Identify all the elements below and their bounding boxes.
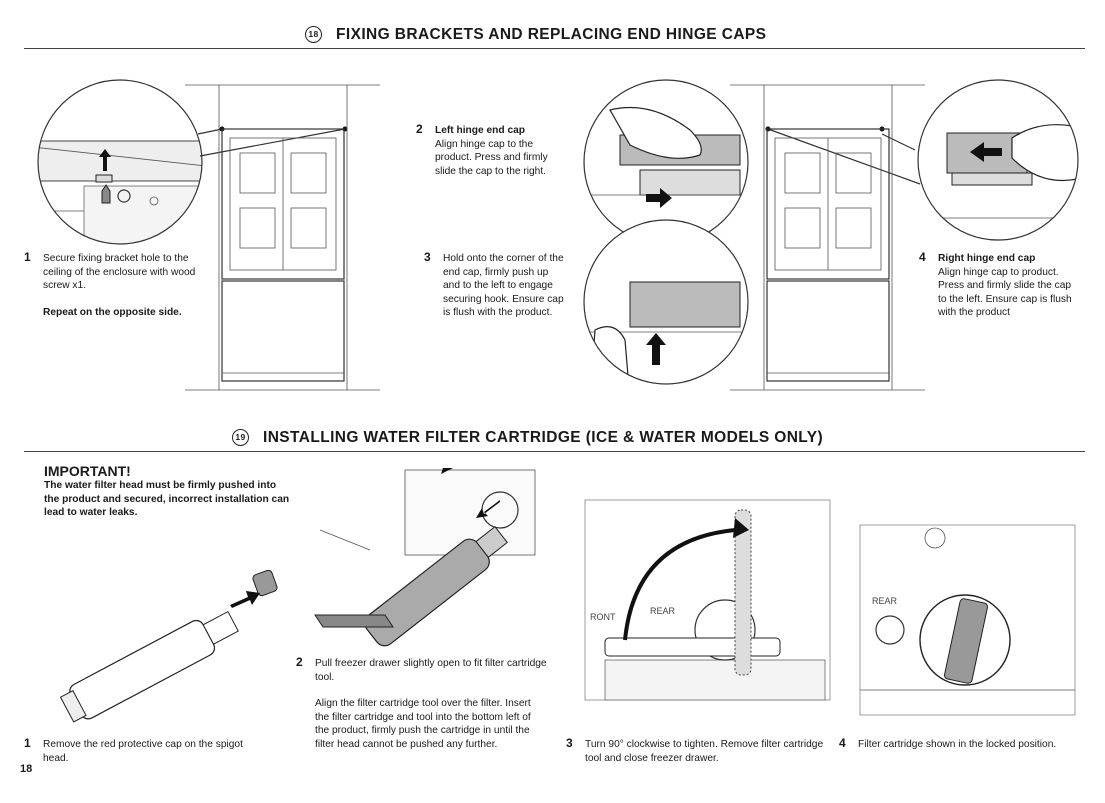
important-text: The water filter head must be firmly pus… xyxy=(44,480,290,518)
step-text: Remove the red protective cap on the spi… xyxy=(43,739,243,764)
step-heading: Right hinge end cap xyxy=(938,253,1036,264)
section19-step1: 1 Remove the red protective cap on the s… xyxy=(24,736,268,765)
step-number: 2 xyxy=(296,655,303,669)
section-19-rule xyxy=(24,451,1085,452)
step-text: Pull freezer drawer slightly open to fit… xyxy=(315,658,547,683)
step-text-2: Align the filter cartridge tool over the… xyxy=(315,698,531,750)
right-hinge-detail-illustration xyxy=(917,79,1079,241)
step-text: Align hinge cap to the product. Press an… xyxy=(435,138,548,177)
section18-step4: 4 Right hinge end cap Align hinge cap to… xyxy=(919,250,1078,320)
section-18-number: 18 xyxy=(305,26,322,43)
arrow-left-icon xyxy=(441,468,453,474)
step-number: 1 xyxy=(24,736,31,750)
fridge-illustration-right xyxy=(730,84,925,391)
filter-locked-illustration: REAR xyxy=(859,524,1076,716)
filter-insertion-illustration xyxy=(314,468,536,647)
curved-arrow-icon xyxy=(623,528,736,641)
arrow-down-left-icon xyxy=(476,500,500,518)
step-number: 4 xyxy=(839,736,846,750)
important-title: IMPORTANT! xyxy=(44,463,131,479)
section-18-title: FIXING BRACKETS AND REPLACING END HINGE … xyxy=(336,26,767,43)
bracket-detail-illustration xyxy=(37,79,203,245)
section-18-heading: 18 FIXING BRACKETS AND REPLACING END HING… xyxy=(305,26,766,44)
section-19-heading: 19 INSTALLING WATER FILTER CARTRIDGE (ICE… xyxy=(232,429,823,447)
arrow-up-icon xyxy=(646,333,666,365)
step-heading: Left hinge end cap xyxy=(435,125,525,136)
fridge-illustration-left xyxy=(185,84,380,391)
step-number: 1 xyxy=(24,250,31,264)
section-19-title: INSTALLING WATER FILTER CARTRIDGE (ICE &… xyxy=(263,429,824,446)
arrow-left-icon xyxy=(970,142,1002,162)
front-label: RONT xyxy=(590,612,616,622)
section19-step4: 4 Filter cartridge shown in the locked p… xyxy=(839,736,1068,752)
step-text: Hold onto the corner of the end cap, fir… xyxy=(443,253,564,319)
step-text: Filter cartridge shown in the locked pos… xyxy=(858,739,1057,750)
section19-step3: 3 Turn 90° clockwise to tighten. Remove … xyxy=(566,736,830,765)
rear-label: REAR xyxy=(650,606,676,616)
filter-cartridge-cap-illustration xyxy=(59,569,278,723)
section18-step2: 2 Left hinge end cap Align hinge cap to … xyxy=(416,122,565,178)
rear-label-2: REAR xyxy=(872,596,898,606)
step-number: 4 xyxy=(919,250,926,264)
step-text: Turn 90° clockwise to tighten. Remove fi… xyxy=(585,739,824,764)
filter-turn-illustration: RONT REAR xyxy=(584,499,831,701)
step-note: Repeat on the opposite side. xyxy=(43,306,182,318)
section-18-rule xyxy=(24,48,1085,49)
step-number: 3 xyxy=(566,736,573,750)
page-number: 18 xyxy=(20,763,33,775)
arrow-right-icon xyxy=(230,591,260,608)
arrow-up-icon xyxy=(99,149,111,171)
step-number: 2 xyxy=(416,122,423,136)
section18-step1: 1 Secure fixing bracket hole to the ceil… xyxy=(24,250,208,319)
step-text: Align hinge cap to product. Press and fi… xyxy=(938,266,1072,319)
important-notice: IMPORTANT! The water filter head must be… xyxy=(44,463,294,520)
section18-step3: 3 Hold onto the corner of the end cap, f… xyxy=(424,250,568,320)
arrow-right-icon xyxy=(646,188,672,208)
section-19-number: 19 xyxy=(232,429,249,446)
section19-step2: 2 Pull freezer drawer slightly open to f… xyxy=(296,655,547,752)
step-number: 3 xyxy=(424,250,431,264)
left-hinge-detail-illustration xyxy=(583,79,749,385)
step-text: Secure fixing bracket hole to the ceilin… xyxy=(43,253,196,292)
